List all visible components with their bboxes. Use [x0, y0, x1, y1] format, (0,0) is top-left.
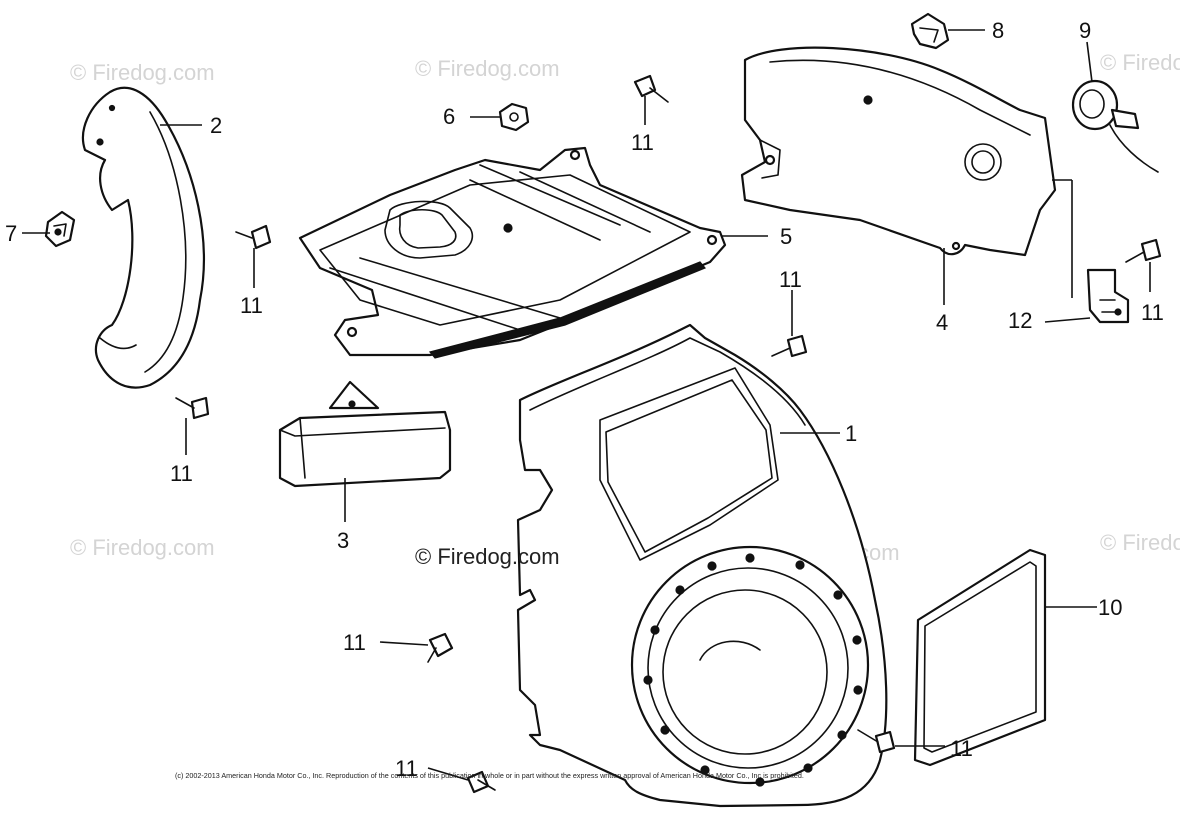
callout-9: 9 [1079, 18, 1091, 43]
callout-8: 8 [992, 18, 1004, 43]
part-1-fan-cover [516, 323, 888, 808]
callout-12: 12 [1008, 308, 1032, 333]
part-4-rear-shroud [740, 46, 1057, 257]
bolt [235, 224, 272, 250]
watermark: © Firedog.com [1100, 530, 1180, 555]
callout-11: 11 [950, 736, 973, 761]
callout-11: 11 [240, 293, 263, 318]
part-5-top-shroud [298, 146, 727, 359]
part-2-side-shroud [81, 86, 205, 389]
callout-2: 2 [210, 113, 222, 138]
callout-4: 4 [936, 310, 948, 335]
callout-7: 7 [5, 221, 17, 246]
callout-5: 5 [780, 224, 792, 249]
watermark: © Firedog.com [70, 535, 215, 560]
callout-11: 11 [343, 630, 366, 655]
callout-11: 11 [1141, 300, 1164, 325]
part-3-shield [278, 380, 452, 488]
callout-10: 10 [1098, 595, 1122, 620]
bolt [466, 770, 496, 794]
watermark: © Firedog.com [1100, 50, 1180, 75]
part-12-bracket [1086, 268, 1130, 324]
callout-11: 11 [631, 130, 654, 155]
bolt [175, 396, 210, 420]
part-6-nut [498, 102, 530, 132]
bolts-11 [175, 74, 1162, 794]
callout-1: 1 [845, 421, 857, 446]
bolt [771, 334, 808, 358]
watermark: © Firedog.com [415, 56, 560, 81]
part-9-switch [1071, 79, 1159, 173]
fan-cover-bolt-holes [643, 553, 863, 787]
callout-11: 11 [170, 461, 193, 486]
bolt [427, 632, 454, 663]
part-8-clip [910, 12, 950, 50]
bolt [633, 74, 669, 103]
callout-3: 3 [337, 528, 349, 553]
part-7-clip [44, 210, 76, 248]
callout-11: 11 [779, 267, 802, 292]
copyright-notice: (c) 2002-2013 American Honda Motor Co., … [175, 771, 804, 780]
leader-lines [22, 29, 1151, 781]
callout-11: 11 [395, 756, 418, 781]
bolt [1125, 238, 1162, 263]
callout-labels: 1 2 3 4 5 6 7 8 9 10 11 11 11 11 11 11 1… [5, 18, 1164, 781]
watermark-center: © Firedog.com [415, 544, 560, 569]
part-10-gasket [913, 548, 1047, 767]
bolt [857, 729, 896, 754]
callout-6: 6 [443, 104, 455, 129]
watermark: © Firedog.com [70, 60, 215, 85]
